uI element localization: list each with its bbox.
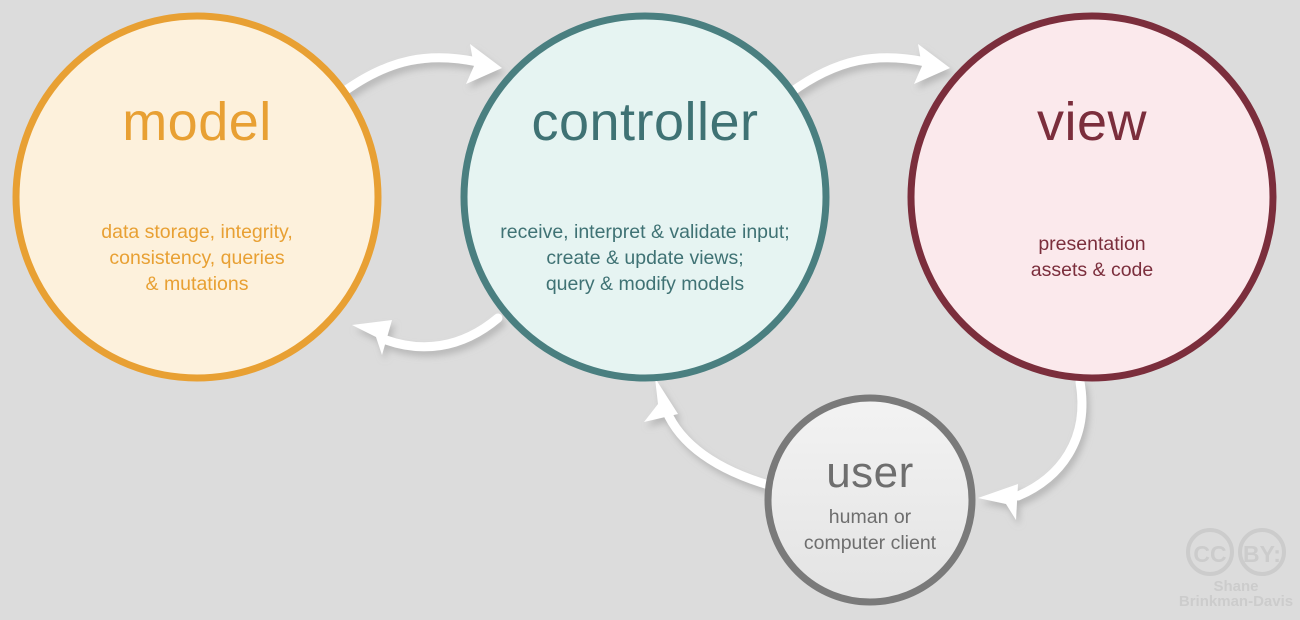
model-description-line-3: & mutations [146, 273, 249, 295]
cc-license-icon: CC [1186, 528, 1234, 576]
view-description-line-2: assets & code [1031, 259, 1153, 281]
arrow-model-to-controller [337, 44, 502, 98]
view-description-line-1: presentation [1038, 233, 1145, 255]
model-circle[interactable] [12, 12, 382, 382]
view-circle[interactable] [907, 12, 1277, 382]
by-license-icon: BY: [1238, 528, 1286, 576]
node-controller[interactable]: controller receive, interpret & validate… [460, 12, 830, 382]
model-title: model [122, 92, 272, 152]
user-title: user [826, 448, 914, 497]
attribution-block: CC BY: Shane Brinkman-Davis [1179, 528, 1293, 610]
user-description-line-1: human or [829, 506, 912, 528]
node-model[interactable]: model data storage, integrity, consisten… [12, 12, 382, 382]
author-name-line-2: Brinkman-Davis [1179, 593, 1293, 610]
controller-description-line-2: create & update views; [546, 247, 743, 269]
node-user[interactable]: user human or computer client [764, 394, 976, 606]
user-circle[interactable] [764, 394, 976, 606]
arrow-view-to-user [978, 377, 1087, 520]
controller-description-line-1: receive, interpret & validate input; [500, 221, 789, 243]
by-badge-label: BY: [1243, 541, 1281, 567]
controller-description-line-3: query & modify models [546, 273, 745, 295]
node-view[interactable]: view presentation assets & code [907, 12, 1277, 382]
controller-title: controller [531, 92, 758, 152]
author-name-line-1: Shane [1213, 578, 1258, 595]
controller-circle[interactable] [460, 12, 830, 382]
user-description-line-2: computer client [804, 532, 937, 554]
view-title: view [1037, 92, 1148, 152]
model-description-line-2: consistency, queries [109, 247, 284, 269]
cc-badge-label: CC [1193, 541, 1226, 567]
arrow-controller-to-view [785, 44, 950, 98]
arrow-layer [337, 44, 1087, 520]
arrow-controller-to-model [352, 313, 503, 355]
arrow-user-to-controller [644, 378, 777, 491]
model-description-line-1: data storage, integrity, [101, 221, 293, 243]
